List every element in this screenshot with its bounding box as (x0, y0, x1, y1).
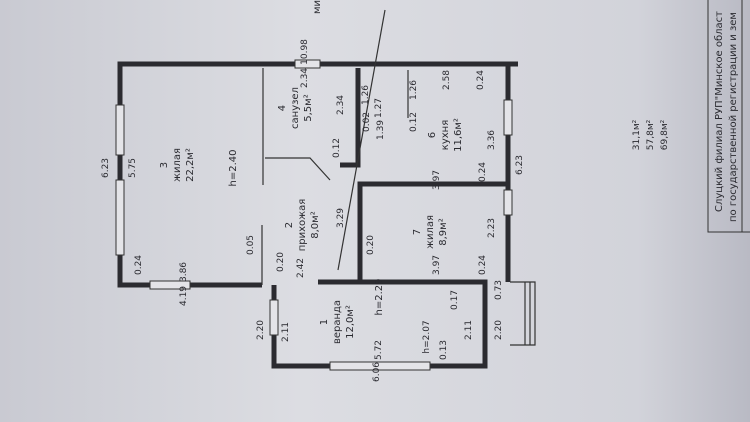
dimension-label: 2.42 (296, 258, 306, 278)
dimension-label: 6.06 (372, 362, 382, 382)
svg-text:6: 6 (427, 132, 438, 138)
room-3-label: 3 жилая 22,2м² h=2.40 (159, 148, 239, 187)
dimension-label: 0.20 (366, 235, 376, 255)
dimension-label: 0.13 (439, 340, 449, 360)
stamp-line-1: Слуцкий филиал РУП"Минское област (714, 11, 725, 212)
dimension-label: 2.11 (464, 320, 474, 340)
dimension-label: 0.73 (494, 280, 504, 300)
svg-text:11,6м²: 11,6м² (453, 118, 464, 152)
area-totals: 31,1м² 57,8м² 69,8м² (632, 119, 670, 150)
room-4-label: 4 санузел 5,5м² (277, 87, 314, 129)
total-area-all: 69,8м² (660, 119, 670, 150)
svg-text:12,0м²: 12,0м² (345, 305, 356, 339)
svg-text:санузел: санузел (290, 87, 301, 129)
dimension-label: 2.11 (281, 322, 291, 342)
windows (115, 59, 513, 371)
total-area-main: 57,8м² (646, 119, 656, 150)
dimension-label: 2.23 (487, 218, 497, 238)
dimension-label: 2.34 (336, 95, 346, 115)
dimension-label: 0.02 (362, 112, 372, 132)
dimension-label: 6.23 (101, 158, 111, 178)
dimension-label: 4.19 (179, 286, 189, 306)
dimension-label: 3.97 (432, 255, 442, 275)
room-2-label: 2 прихожая 8,0м² (284, 199, 321, 252)
svg-text:22,2м²: 22,2м² (185, 148, 196, 182)
dimension-label: h=2.07 (422, 320, 432, 353)
svg-text:h=2.40: h=2.40 (228, 150, 239, 187)
dimension-label: 0.24 (478, 255, 488, 275)
corner-fragment: ми (312, 0, 323, 14)
dimension-label: 2.20 (256, 320, 266, 340)
svg-text:жилая: жилая (425, 215, 436, 249)
svg-text:5,5м²: 5,5м² (303, 94, 314, 121)
dimension-label: 0.24 (476, 70, 486, 90)
svg-text:4: 4 (277, 105, 288, 111)
dimension-label: 0.24 (134, 255, 144, 275)
dimension-label: 3.29 (336, 208, 346, 228)
dimension-label: 0.17 (450, 290, 460, 310)
svg-text:3: 3 (159, 162, 170, 168)
dimension-label: 6.23 (515, 155, 525, 175)
dimension-label: 0.20 (276, 252, 286, 272)
dimension-label: 5.72 (374, 340, 384, 360)
svg-text:веранда: веранда (332, 300, 343, 344)
stamp-box: Слуцкий филиал РУП"Минское област по гос… (707, 0, 750, 233)
svg-text:1: 1 (319, 319, 330, 325)
dimension-label: 2.20 (494, 320, 504, 340)
dimension-label: 10.98 (300, 39, 310, 65)
svg-text:h=2.29: h=2.29 (374, 279, 385, 316)
dimension-label: 2.34 (300, 68, 310, 88)
dimension-label: 0.24 (478, 162, 488, 182)
room-7-label: 7 жилая 8,9м² (412, 215, 449, 249)
dimension-label: 1.39 (376, 120, 386, 140)
svg-text:8,0м²: 8,0м² (310, 211, 321, 238)
svg-text:жилая: жилая (172, 148, 183, 182)
svg-text:8,9м²: 8,9м² (438, 218, 449, 245)
svg-text:кухня: кухня (440, 120, 451, 150)
room-labels: 1 веранда 12,0м² h=2.29 2 прихожая 8,0м²… (159, 87, 464, 344)
dimension-label: 3.86 (179, 262, 189, 282)
dimension-label: 0.05 (246, 235, 256, 255)
dimension-label: 1.26 (361, 85, 371, 105)
room-6-label: 6 кухня 11,6м² (427, 118, 464, 152)
room-1-label: 1 веранда 12,0м² h=2.29 (319, 279, 385, 345)
dimension-label: 2.58 (442, 70, 452, 90)
svg-text:2: 2 (284, 222, 295, 228)
dimension-label: 5.75 (128, 158, 138, 178)
svg-text:прихожая: прихожая (297, 199, 308, 252)
dimension-label: 0.12 (332, 138, 342, 158)
dimension-label: 3.97 (432, 170, 442, 190)
dimension-label: 1.26 (409, 80, 419, 100)
dimension-label: 1.27 (374, 98, 384, 118)
svg-text:7: 7 (412, 229, 423, 235)
total-area-living: 31,1м² (632, 119, 642, 150)
dimension-label: 3.36 (487, 130, 497, 150)
stamp-line-2: по государственной регистрации и зем (728, 12, 739, 222)
dimension-label: 0.12 (409, 112, 419, 132)
